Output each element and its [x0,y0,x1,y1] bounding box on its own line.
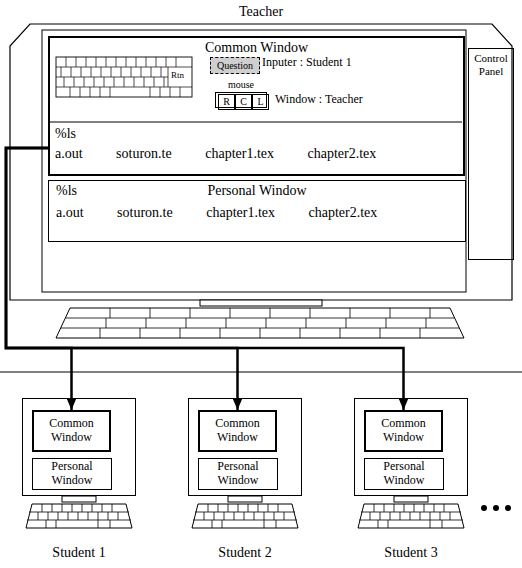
mouse-button: L [252,94,269,110]
file-list: a.out soturon.te chapter1.tex chapter2.t… [55,146,376,162]
common-window: Common Window [364,410,443,452]
mouse-button: R [218,94,235,110]
button-label: C [236,96,251,108]
student-label: Student 1 [23,545,135,561]
shell-prompt: %ls [55,126,76,142]
window-separator [48,122,462,123]
personal-window: Personal Window%ls a.out soturon.te chapt… [48,180,466,242]
window-title: Personal Window [33,460,111,488]
shell-prompt: %ls [56,183,77,199]
more-dot [481,505,487,511]
status-text: Window : Teacher [275,93,363,107]
common-window: Common Window [198,410,277,452]
student-keyboard [358,496,464,528]
divider-line [0,372,522,373]
window-title: Personal Window [365,460,443,488]
more-dot [505,505,511,511]
student-label: Student 2 [189,545,301,561]
mouse-button: C [235,94,252,110]
keyboard-icon [56,57,192,97]
screen-frame [42,30,466,292]
teacher-keyboard [56,308,464,338]
control-panel: Control Panel [468,48,514,260]
personal-window: Personal Window [364,458,444,490]
student-label: Student 3 [355,545,467,561]
teacher-monitor: TeacherCommon WindowQuestionmouseRCLPers… [10,24,512,300]
panel-title: Control Panel [469,52,513,77]
monitor-stand [200,300,322,306]
window-title: Common Window [50,40,463,56]
button-label: Question [211,60,259,72]
connector [6,148,238,410]
window-title: Common Window [366,417,441,445]
connector [6,148,404,410]
student-monitor: Student 2Common WindowPersonal Window [188,398,302,496]
button-label: R [219,96,234,108]
keyboard-keys [56,57,192,97]
button-label: L [253,96,268,108]
question-button: Question [210,57,260,74]
monitor-heading: Teacher [10,4,512,20]
personal-window: Personal Window [198,458,278,490]
student-keyboard [192,496,298,528]
personal-window: Personal Window [32,458,112,490]
key-label: Rtn [171,70,184,80]
mouse-box: mouseRCL [215,92,267,108]
student-monitor: Student 1Common WindowPersonal Window [22,398,136,496]
more-dot [493,505,499,511]
teacher-keyboard-keys [61,308,459,338]
monitor-housing [10,24,512,300]
student-keyboard [26,496,132,528]
common-window: Common Window [32,410,111,452]
window-title: Common Window [200,417,275,445]
student-monitor: Student 3Common WindowPersonal Window [354,398,468,496]
window-title: Common Window [34,417,109,445]
status-text: Inputer : Student 1 [262,56,352,70]
mouse-heading: mouse [216,79,266,91]
file-list: a.out soturon.te chapter1.tex chapter2.t… [56,205,377,221]
window-title: Personal Window [199,460,277,488]
window-title: Personal Window [49,183,465,199]
